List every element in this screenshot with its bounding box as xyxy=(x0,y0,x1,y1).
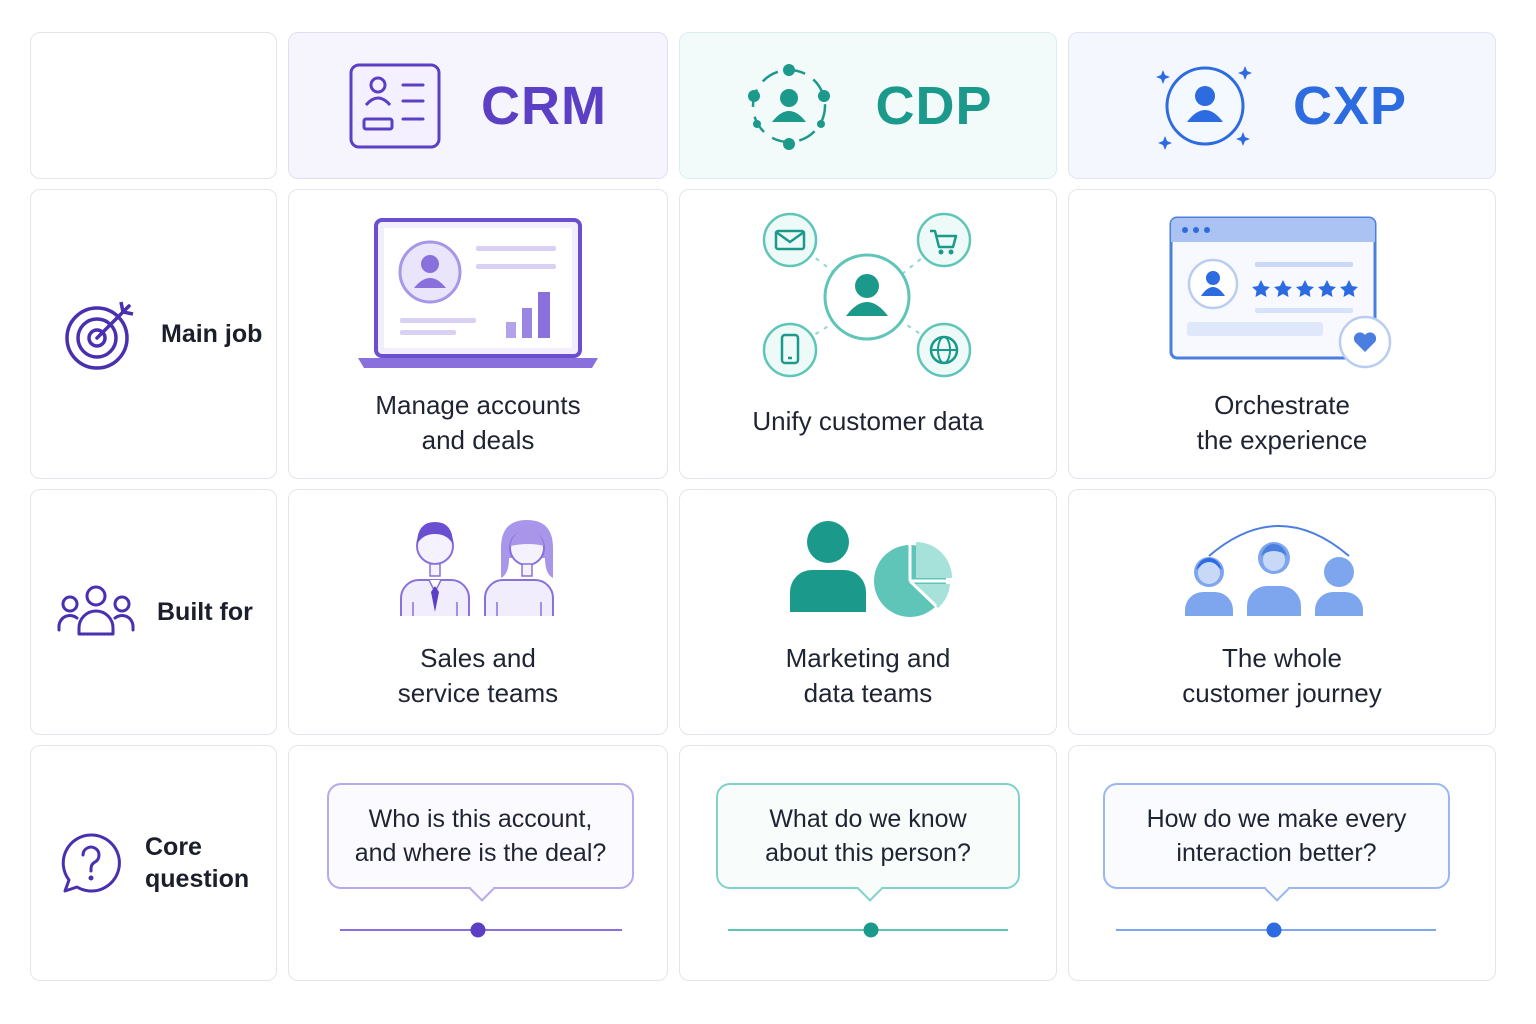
cell-crm-main-job: Manage accounts and deals xyxy=(288,189,668,479)
column-title-cdp: CDP xyxy=(875,75,993,136)
crm-built-for-text: Sales and service teams xyxy=(397,643,559,708)
person-pie-chart-icon xyxy=(790,521,952,617)
row-label-built-for: Built for xyxy=(157,598,253,626)
cell-cdp-built-for: Marketing and data teams xyxy=(679,489,1057,735)
cell-cxp-main-job: Orchestrate the experience xyxy=(1068,189,1496,479)
service-agent-icon xyxy=(484,520,554,616)
cdp-timeline-slider xyxy=(728,922,1008,938)
cdp-built-for-text: Marketing and data teams xyxy=(785,643,951,708)
row-label-core-question: Core question xyxy=(145,833,250,893)
cxp-question-text: How do we make every interaction better? xyxy=(1146,805,1407,867)
cell-cdp-core-question: What do we know about this person? xyxy=(679,745,1057,981)
globe-icon xyxy=(916,322,972,378)
group-icon xyxy=(57,585,135,636)
row-label-main-job: Main job xyxy=(161,320,263,348)
cdp-network-person-icon xyxy=(748,63,831,150)
cdp-question-text: What do we know about this person? xyxy=(765,805,971,867)
column-header-crm: CRM xyxy=(288,32,668,179)
cell-cxp-built-for: The whole customer journey xyxy=(1068,489,1496,735)
salesperson-icon xyxy=(400,522,470,616)
cell-cxp-core-question: How do we make every interaction better? xyxy=(1068,745,1496,981)
cell-crm-built-for: Sales and service teams xyxy=(288,489,668,735)
cxp-sparkle-person-icon xyxy=(1155,65,1252,150)
cxp-timeline-slider xyxy=(1116,922,1436,938)
cart-icon xyxy=(916,212,972,268)
column-title-crm: CRM xyxy=(481,75,607,136)
cell-cdp-main-job: Unify customer data xyxy=(679,189,1057,479)
column-header-cdp: CDP xyxy=(679,32,1057,179)
crm-timeline-slider xyxy=(340,922,622,938)
cdp-main-job-text: Unify customer data xyxy=(752,406,984,436)
row-header-built-for: Built for xyxy=(30,489,277,735)
column-header-cxp: CXP xyxy=(1068,32,1496,179)
cell-crm-core-question: Who is this account, and where is the de… xyxy=(288,745,668,981)
cxp-main-job-text: Orchestrate the experience xyxy=(1196,390,1368,455)
laptop-dashboard-icon xyxy=(358,218,598,368)
column-title-cxp: CXP xyxy=(1292,75,1408,136)
browser-review-icon xyxy=(1169,216,1392,369)
cdp-question-bubble: What do we know about this person? xyxy=(716,783,1020,902)
corner-cell xyxy=(30,32,277,179)
mail-icon xyxy=(762,212,818,268)
target-icon xyxy=(65,301,134,370)
phone-icon xyxy=(762,322,818,378)
crm-question-text: Who is this account, and where is the de… xyxy=(354,805,607,867)
sales-service-people-icon xyxy=(400,520,554,616)
data-hub-icon xyxy=(762,212,972,378)
question-bubble-icon xyxy=(61,833,121,893)
crm-question-bubble: Who is this account, and where is the de… xyxy=(327,783,634,902)
row-header-core-question: Core question xyxy=(30,745,277,981)
cxp-built-for-text: The whole customer journey xyxy=(1182,643,1382,708)
crm-contact-card-icon xyxy=(349,63,441,148)
row-header-main-job: Main job xyxy=(30,189,277,479)
cxp-question-bubble: How do we make every interaction better? xyxy=(1103,783,1450,902)
crm-main-job-text: Manage accounts and deals xyxy=(375,390,581,455)
journey-people-icon xyxy=(1185,525,1363,616)
